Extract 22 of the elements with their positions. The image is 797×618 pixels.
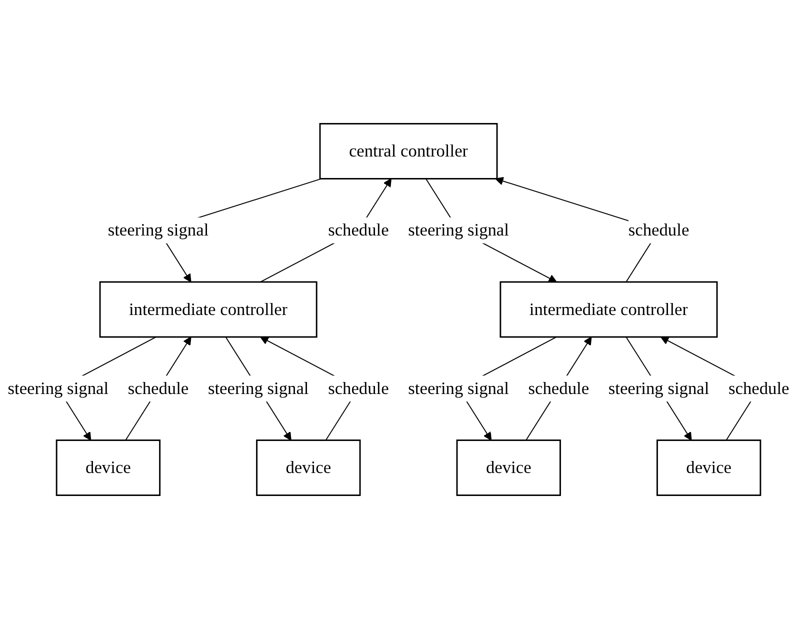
node-box: intermediate controller [500,280,718,338]
edge-label: steering signal [608,378,710,398]
edge-label: steering signal [408,220,509,240]
arrow [125,336,192,440]
node-box: device [656,439,762,496]
node-box: device [456,439,561,496]
edge-label: schedule [528,378,590,398]
node-box: device [256,439,361,496]
edge-label: schedule [728,378,790,398]
edge-label: schedule [328,378,389,398]
edge-label: schedule [628,220,690,240]
edge-label: schedule [128,378,189,398]
edge-label: steering signal [408,378,509,398]
node-box: device [56,439,161,496]
node-box: intermediate controller [99,280,318,338]
arrow [260,178,392,282]
arrow [526,336,592,440]
edge-label: steering signal [208,378,309,398]
edge-label: steering signal [8,378,109,398]
edge-label: steering signal [108,220,209,240]
node-box: central controller [319,122,498,179]
edge-label: schedule [328,220,389,240]
